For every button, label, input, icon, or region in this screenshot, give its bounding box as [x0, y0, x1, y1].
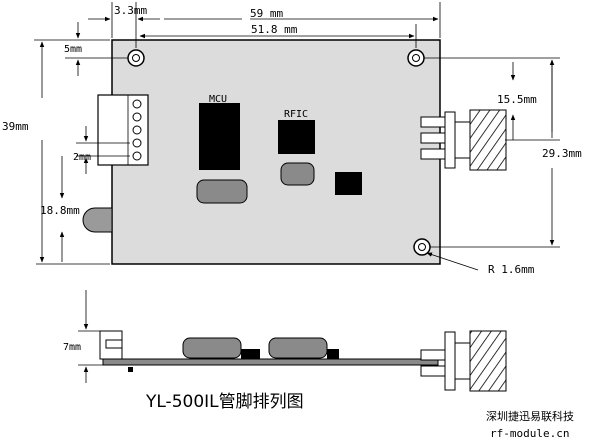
- drawing-caption: YL-500IL管脚排列图: [145, 392, 304, 412]
- sma-connector: [420, 109, 507, 171]
- component-side: [327, 349, 339, 359]
- component-side: [182, 337, 242, 359]
- svg-text:59 mm: 59 mm: [250, 7, 283, 20]
- component-side: [241, 349, 260, 359]
- company-name: 深圳捷迅易联科技: [486, 409, 574, 423]
- svg-text:R 1.6mm: R 1.6mm: [488, 263, 535, 276]
- mcu-label: MCU: [209, 94, 227, 105]
- svg-text:18.8mm: 18.8mm: [40, 204, 80, 217]
- dimension-59: 59 mm: [164, 2, 441, 38]
- rfic-chip: [278, 120, 315, 154]
- sma-connector-side: [420, 330, 507, 392]
- svg-text:3.3mm: 3.3mm: [114, 4, 147, 17]
- dimension-5: 5mm: [34, 22, 128, 76]
- pcb-side: [102, 358, 439, 366]
- mounting-hole: [413, 238, 431, 256]
- component-dot: [128, 367, 133, 372]
- dimension-2: 2mm: [73, 126, 130, 174]
- crystal-component: [196, 179, 248, 204]
- pin-header: [97, 94, 149, 166]
- dimension-3-3: 3.3mm: [88, 2, 160, 48]
- svg-text:29.3mm: 29.3mm: [542, 147, 582, 160]
- mounting-hole: [127, 49, 145, 67]
- dimension-18-8: 18.8mm: [40, 156, 80, 262]
- led-indicator: [82, 207, 113, 233]
- svg-text:7mm: 7mm: [63, 342, 81, 353]
- dimension-29-3: 29.3mm: [430, 59, 582, 248]
- dimension-51-8: 51.8 mm: [139, 23, 417, 48]
- svg-text:5mm: 5mm: [64, 44, 82, 55]
- svg-text:39mm: 39mm: [2, 120, 29, 133]
- mounting-hole: [407, 49, 425, 67]
- pin-header-slot: [105, 339, 123, 349]
- small-ic: [335, 172, 362, 195]
- dimension-7: 7mm: [63, 290, 103, 383]
- svg-text:15.5mm: 15.5mm: [497, 93, 537, 106]
- dimension-radius: R 1.6mm: [426, 252, 535, 276]
- mcu-chip: [199, 103, 240, 170]
- side-view: 7mm: [63, 290, 507, 392]
- dimension-15-5: 15.5mm: [424, 57, 560, 141]
- pcb-board: [111, 39, 441, 265]
- crystal-component: [280, 162, 315, 186]
- svg-text:51.8 mm: 51.8 mm: [251, 23, 298, 36]
- dimension-39: 39mm: [2, 41, 110, 265]
- top-view: MCU RFIC 3.3mm: [2, 2, 582, 276]
- company-website: rf-module.cn: [490, 427, 569, 440]
- rfic-label: RFIC: [284, 109, 308, 120]
- component-side: [268, 337, 328, 359]
- svg-text:2mm: 2mm: [73, 152, 91, 163]
